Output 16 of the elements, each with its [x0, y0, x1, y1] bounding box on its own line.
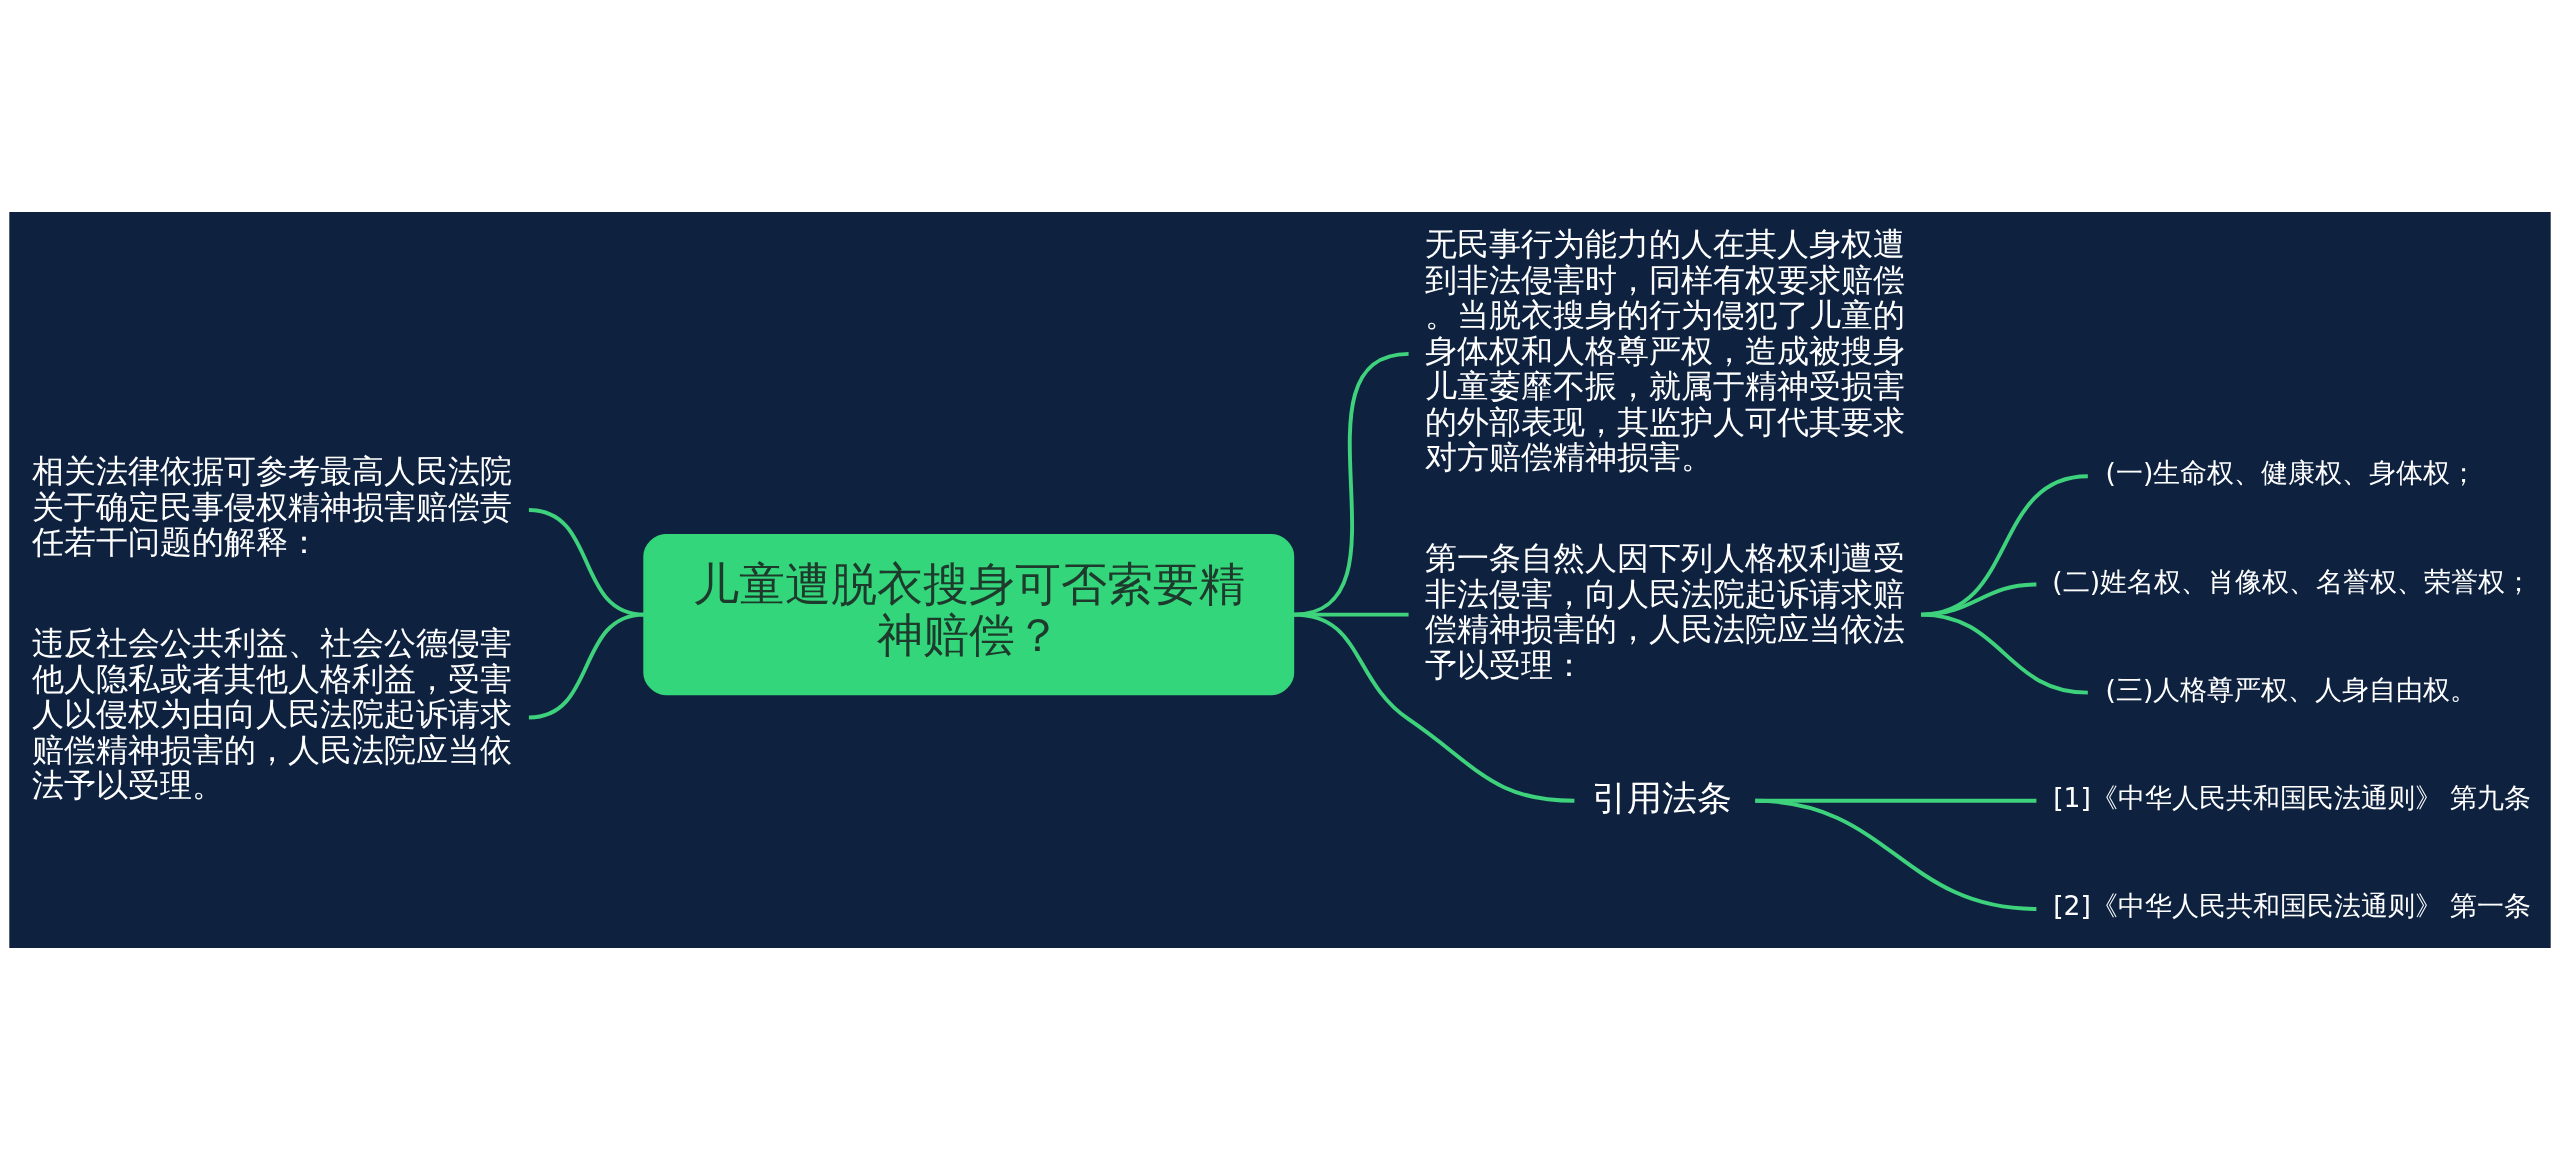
connector: [1292, 351, 1409, 617]
node-text: 相关法律依据可参考最高人民法院关于确定民事侵权精神损害赔偿责任若干问题的解释：: [32, 452, 513, 562]
node-text: 违反社会公共利益、社会公德侵害他人隐私或者其他人格利益，受害人以侵权为由向人民法院起诉请求赔偿精神损害的，人民法院应当依法予以受理。: [32, 624, 513, 805]
node-text: 无民事行为能力的人在其人身权遭到非法侵害时，同样有权要求赔偿。当脱衣搜身的行为侵犯了儿童的身体权和人格尊严权，造成被搜身儿童萎靡不振，就属于精神受损害的外部表现，其监护人可代其要求对方赔偿精神损害。: [1424, 225, 1905, 477]
node-box: 儿童遭脱衣搜身可否索要精神赔偿？: [643, 533, 1295, 696]
node-text: [2]《中华人民共和国民法通则》 第一条: [2053, 890, 2532, 922]
node-text: (三)人格尊严权、人身自由权。: [2105, 673, 2478, 705]
node-text: (一)生命权、健康权、身体权；: [2105, 457, 2478, 489]
node-text: [1]《中华人民共和国民法通则》 第九条: [2053, 782, 2532, 814]
connector: [1755, 798, 2037, 911]
node-text: 第一条自然人因下列人格权利遭受非法侵害，向人民法院起诉请求赔偿精神损害的，人民法院应当依法予以受理：: [1424, 539, 1905, 684]
connector: [1293, 612, 1575, 803]
node-text: (二)姓名权、肖像权、名誉权、荣誉权；: [2052, 565, 2533, 597]
connector: [528, 612, 645, 720]
node-text: 引用法条: [1592, 776, 1733, 818]
connector: [1920, 612, 2088, 695]
